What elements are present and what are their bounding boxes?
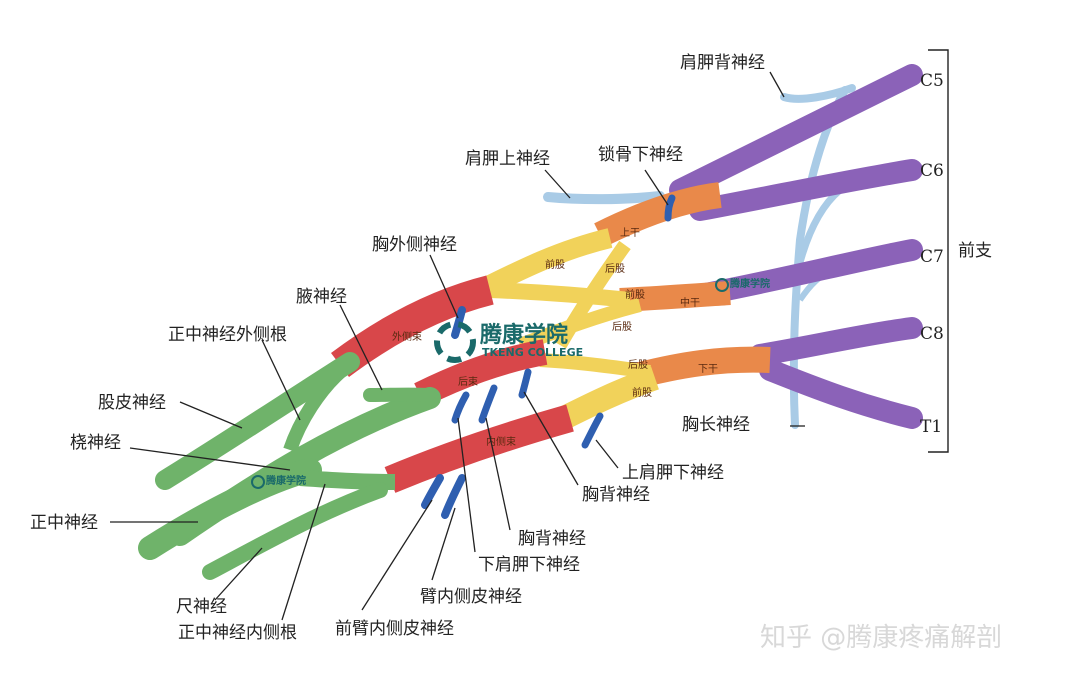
label-upper-subscapular: 上肩胛下神经 [622,463,724,483]
middle-trunk-shape [619,281,731,312]
thoracodorsal-nerve-shape [478,384,498,424]
leader-subclavius [644,169,669,206]
division-label-2: 后股 [605,263,625,275]
musculocutaneous-nerve-shape [155,352,360,490]
watermark-en: TKENG COLLEGE [482,346,583,359]
label-suprascapular: 肩胛上神经 [465,149,550,169]
lower-trunk-shape [636,346,771,388]
leader-medial-pectoral [485,417,511,531]
leader-medial-brachial [431,507,456,581]
leader-suprascapular [544,169,571,199]
label-lower-subscapular: 下肩胛下神经 [478,555,580,575]
median-nerve-shape [138,458,322,560]
label-lateral-pectoral: 胸外侧神经 [372,235,457,255]
middle-trunk-label: 中干 [680,296,700,309]
root-c8-shape [749,317,923,366]
posterior-cord-label: 后束 [458,376,478,388]
watermark-cn: 腾康学院 [480,322,568,348]
leader-median-medial-root [281,483,326,621]
root-label-c8: C8 [920,324,944,344]
label-median: 正中神经 [30,513,98,533]
upper-trunk-shape [594,182,722,247]
upper-trunk-label: 上干 [620,227,640,239]
watermark-cn-small-2: 腾康学院 [265,474,306,487]
label-axillary: 腋神经 [296,287,347,307]
label-musculocutaneous: 股皮神经 [98,393,166,413]
division-label-6: 前股 [632,386,652,399]
leader-median-lateral-root [261,339,301,421]
watermark-logo-small-2: 腾康学院 [251,474,306,489]
root-c6-shape [689,159,923,221]
leader-dorsal-scapular [769,71,785,98]
upper-subscapular-nerve-shape [518,368,532,399]
division-lower-anterior-shape [554,366,659,431]
root-label-t1: T1 [920,417,942,437]
label-long-thoracic: 胸长神经 [682,415,750,435]
median-lateral-root-shape [283,366,345,453]
medial-cord-label: 内侧束 [486,435,516,448]
leader-upper-subscapular [595,439,619,469]
leader-axillary [339,304,383,391]
watermark-cn-small-1: 腾康学院 [729,277,770,290]
leader-thoracodorsal [523,391,579,486]
division-label-5: 后股 [628,359,648,371]
division-label-1: 前股 [545,258,565,271]
medial-cord-shape [384,404,574,493]
ulnar-nerve-shape [202,482,388,580]
watermark-logo-small-1: 腾康学院 [715,277,770,292]
footer-watermark: 知乎 @腾康疼痛解剖 [760,623,1002,653]
root-label-c7: C7 [920,247,944,267]
label-medial-pectoral: 胸背神经 [518,529,586,549]
division-label-3: 前股 [625,288,645,301]
division-middle-anterior-shape [489,282,631,308]
lower-subscapular-nerve-shape [451,391,470,424]
label-median-medial-root: 正中神经内侧根 [178,623,297,643]
label-dorsal-scapular: 肩胛背神经 [680,53,765,73]
leader-lateral-pectoral [429,254,459,319]
leader-radial [129,447,291,471]
roots-bracket [928,49,949,453]
label-ulnar: 尺神经 [176,597,227,617]
label-median-lateral-root: 正中神经外侧根 [168,325,287,345]
suprascapular-nerve-shape [543,191,665,205]
medial-brachial-cutaneous-shape [441,474,466,519]
division-label-4: 后股 [612,321,632,333]
leader-ulnar [214,547,263,601]
root-label-c6: C6 [920,161,944,181]
anterior-rami-label: 前支 [958,241,992,261]
leader-medial-antebrachial [361,499,433,611]
label-radial: 桡神经 [70,433,121,453]
lateral-cord-label: 外侧束 [392,330,422,343]
label-medial-antebrachial-cutaneous: 前臂内侧皮神经 [335,619,454,639]
median-medial-root-shape [299,470,396,490]
root-c5-shape [669,64,923,201]
label-thoracodorsal: 胸背神经 [582,485,650,505]
label-medial-brachial-cutaneous: 臂内侧皮神经 [420,587,522,607]
label-subclavius: 锁骨下神经 [598,145,683,165]
subclavius-nerve-shape [664,194,676,222]
leader-lower-subscapular [457,417,476,553]
dorsal-scapular-nerve-shape [780,84,856,103]
lateral-pectoral-nerve-shape [451,306,466,339]
watermark-logo: 腾康学院 TKENG COLLEGE [434,321,583,363]
division-middle-posterior-shape [517,298,642,352]
upper-subscapular-lower-branch-shape [581,412,604,449]
root-label-c5: C5 [920,71,944,91]
lower-trunk-label: 下干 [698,364,718,375]
leader-musculocutaneous [179,401,243,429]
medial-antebrachial-cutaneous-shape [421,474,444,509]
root-t1-shape [759,359,923,429]
